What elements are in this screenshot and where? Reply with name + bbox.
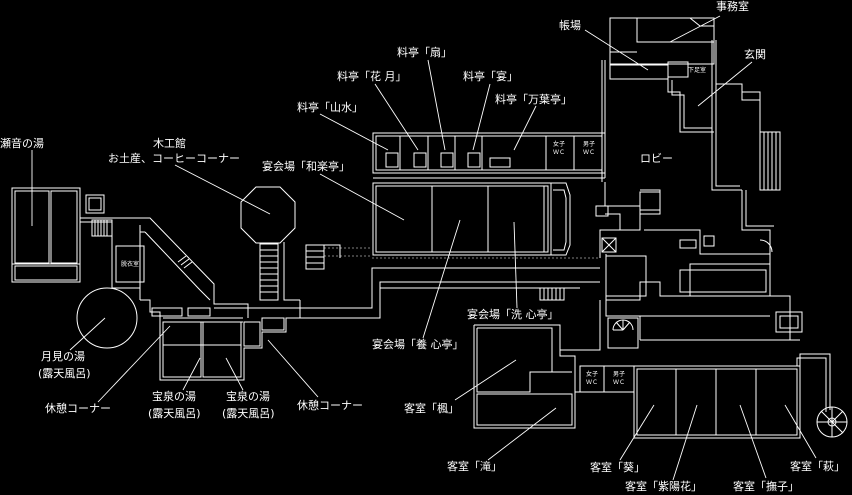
label-enkaijo-youshintei: 宴会場「養 心亭」 bbox=[372, 338, 464, 351]
ryotei-row bbox=[372, 132, 606, 179]
label-jimushitsu: 事務室 bbox=[716, 0, 749, 13]
label-tsukimi-sub: (露天風呂) bbox=[38, 367, 91, 380]
leader-lines bbox=[31, 15, 817, 481]
label-kyakushitsu-aoi: 客室「葵」 bbox=[590, 461, 645, 474]
stair-center bbox=[259, 243, 279, 301]
seon-bath-building bbox=[11, 187, 215, 301]
entrance-steps bbox=[759, 131, 781, 191]
label-ryotei-manyotei: 料亭「万葉亭」 bbox=[495, 93, 572, 106]
label-ryotei-utage: 料亭「宴」 bbox=[463, 70, 518, 83]
label-kyakushitsu-ajisai: 客室「紫陽花」 bbox=[625, 480, 702, 493]
diagonal-stairs bbox=[177, 255, 193, 269]
tsukimi-pool bbox=[76, 287, 138, 349]
label-enkaijo-senshintei: 宴会場「洗 心亭」 bbox=[467, 308, 559, 321]
label-kyakushitsu-nadeshiko: 客室「撫子」 bbox=[733, 480, 799, 493]
spiral-stair-center bbox=[607, 317, 639, 349]
housen-bath-block bbox=[140, 299, 300, 381]
wc-men-top-sub: ＷＣ bbox=[583, 149, 596, 156]
wc-women-top-mark: 女子 bbox=[553, 141, 566, 148]
label-seon-no-yu: 瀬音の湯 bbox=[0, 137, 44, 150]
label-kyuukei-left: 休憩コーナー bbox=[45, 402, 111, 415]
label-kyakushitsu-taki: 客室「滝」 bbox=[447, 460, 502, 473]
label-mokkoukan: 木工館 bbox=[153, 137, 186, 150]
label-enkaijo-warakutei: 宴会場「和楽亭」 bbox=[262, 160, 350, 173]
wc-men-bottom-sub: ＷＣ bbox=[613, 379, 626, 386]
shimo-mark: 下足室 bbox=[688, 67, 707, 74]
wc-men-top-mark: 男子 bbox=[583, 141, 596, 148]
spiral-stair-right bbox=[816, 406, 848, 438]
guest-rooms-left bbox=[473, 324, 576, 429]
label-kyakushitsu-hagi: 客室「萩」 bbox=[790, 460, 845, 473]
guest-rooms-right bbox=[633, 353, 848, 439]
label-lobby: ロビー bbox=[640, 152, 673, 165]
entrance-block bbox=[601, 17, 781, 260]
label-kyakushitsu-kaede: 客室「楓」 bbox=[404, 402, 459, 415]
label-housen-a: 宝泉の湯 bbox=[152, 390, 196, 403]
label-kyuukei-right: 休憩コーナー bbox=[297, 399, 363, 412]
label-ryotei-kagetsu: 料亭「花 月」 bbox=[337, 70, 407, 83]
label-tsukimi-no-yu: 月見の湯 bbox=[41, 350, 85, 363]
banquet-hall-block bbox=[372, 182, 571, 256]
stair-mid bbox=[305, 244, 372, 270]
wc-bottom bbox=[575, 365, 635, 410]
label-omiyage: お土産、コーヒーコーナー bbox=[108, 152, 240, 165]
wc-women-bottom-mark: 女子 bbox=[586, 371, 599, 378]
label-housen-b: 宝泉の湯 bbox=[226, 390, 270, 403]
datsui-mark: 脱衣室 bbox=[121, 261, 140, 268]
wc-women-top-sub: ＷＣ bbox=[553, 149, 566, 156]
label-housen-a-sub: (露天風呂) bbox=[148, 407, 201, 420]
stair-right bbox=[539, 287, 565, 301]
mokkoukan-octagon bbox=[240, 186, 296, 244]
wc-men-bottom-mark: 男子 bbox=[613, 371, 626, 378]
service-area bbox=[539, 182, 803, 356]
label-chouba: 帳場 bbox=[559, 19, 581, 32]
label-ryotei-ougi: 料亭「扇」 bbox=[397, 46, 452, 59]
label-housen-b-sub: (露天風呂) bbox=[222, 407, 275, 420]
wc-women-bottom-sub: ＷＣ bbox=[586, 379, 599, 386]
label-ryotei-sansui: 料亭「山水」 bbox=[297, 101, 363, 114]
wc-top bbox=[545, 135, 603, 171]
label-genkan: 玄関 bbox=[744, 48, 766, 61]
